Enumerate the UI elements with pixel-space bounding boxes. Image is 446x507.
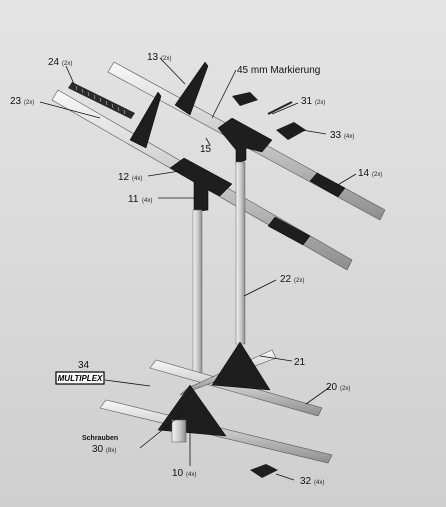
svg-text:(2x): (2x) [294,278,304,284]
scale-strip [68,82,135,119]
svg-text:10: 10 [172,468,184,479]
svg-text:(4x): (4x) [142,198,152,204]
label-11: 11(4x) [128,194,152,205]
svg-text:(4x): (4x) [314,480,324,486]
label-21: 21 [294,357,306,368]
small-parts [232,92,306,478]
label-34: 34 [78,360,90,371]
label-10: 10(4x) [172,468,196,479]
svg-text:12: 12 [118,172,130,183]
svg-text:(2x): (2x) [315,100,325,106]
svg-text:MULTIPLEX: MULTIPLEX [58,374,103,383]
label-22: 22(2x) [280,274,304,285]
svg-text:22: 22 [280,274,292,285]
label-32: 32(4x) [300,476,324,487]
label-12: 12(4x) [118,172,142,183]
label-14: 14(2x) [358,168,382,179]
t-connectors [169,117,273,213]
svg-text:34: 34 [78,360,90,371]
svg-text:32: 32 [300,476,312,487]
svg-text:33: 33 [330,130,342,141]
svg-text:45 mm Markierung: 45 mm Markierung [237,65,320,76]
svg-text:(2x): (2x) [161,56,171,62]
svg-text:(8x): (8x) [106,448,116,454]
svg-text:31: 31 [301,96,313,107]
label-30: 30(8x) [92,444,116,455]
svg-text:13: 13 [147,52,159,63]
svg-text:(2x): (2x) [62,61,72,67]
leader-lines [39,57,357,481]
label-marking: 45 mm Markierung [237,65,320,76]
label-33: 33(4x) [330,130,354,141]
svg-text:21: 21 [294,357,306,368]
foam-sleeves [267,172,346,246]
svg-text:11: 11 [128,194,139,205]
svg-text:15: 15 [200,144,212,155]
label-15: 15 [200,144,212,155]
svg-text:14: 14 [358,168,370,179]
svg-text:30: 30 [92,444,104,455]
svg-text:Schrauben: Schrauben [82,435,118,442]
svg-text:20: 20 [326,382,338,393]
svg-text:23: 23 [10,96,22,107]
svg-text:(4x): (4x) [132,176,142,182]
label-screws: Schrauben [82,435,118,442]
svg-text:24: 24 [48,57,60,68]
label-20: 20(2x) [326,382,350,393]
label-23: 23(2x) [10,96,34,107]
label-13: 13(2x) [147,52,171,63]
fin-supports [129,61,209,149]
base [99,341,333,464]
label-24: 24(2x) [48,57,72,68]
svg-text:(2x): (2x) [372,172,382,178]
multiplex-logo: MULTIPLEX [55,371,105,385]
svg-text:(4x): (4x) [186,472,196,478]
svg-text:(4x): (4x) [344,134,354,140]
svg-text:(2x): (2x) [24,100,34,106]
svg-text:(2x): (2x) [340,386,350,392]
label-31: 31(2x) [301,96,325,107]
